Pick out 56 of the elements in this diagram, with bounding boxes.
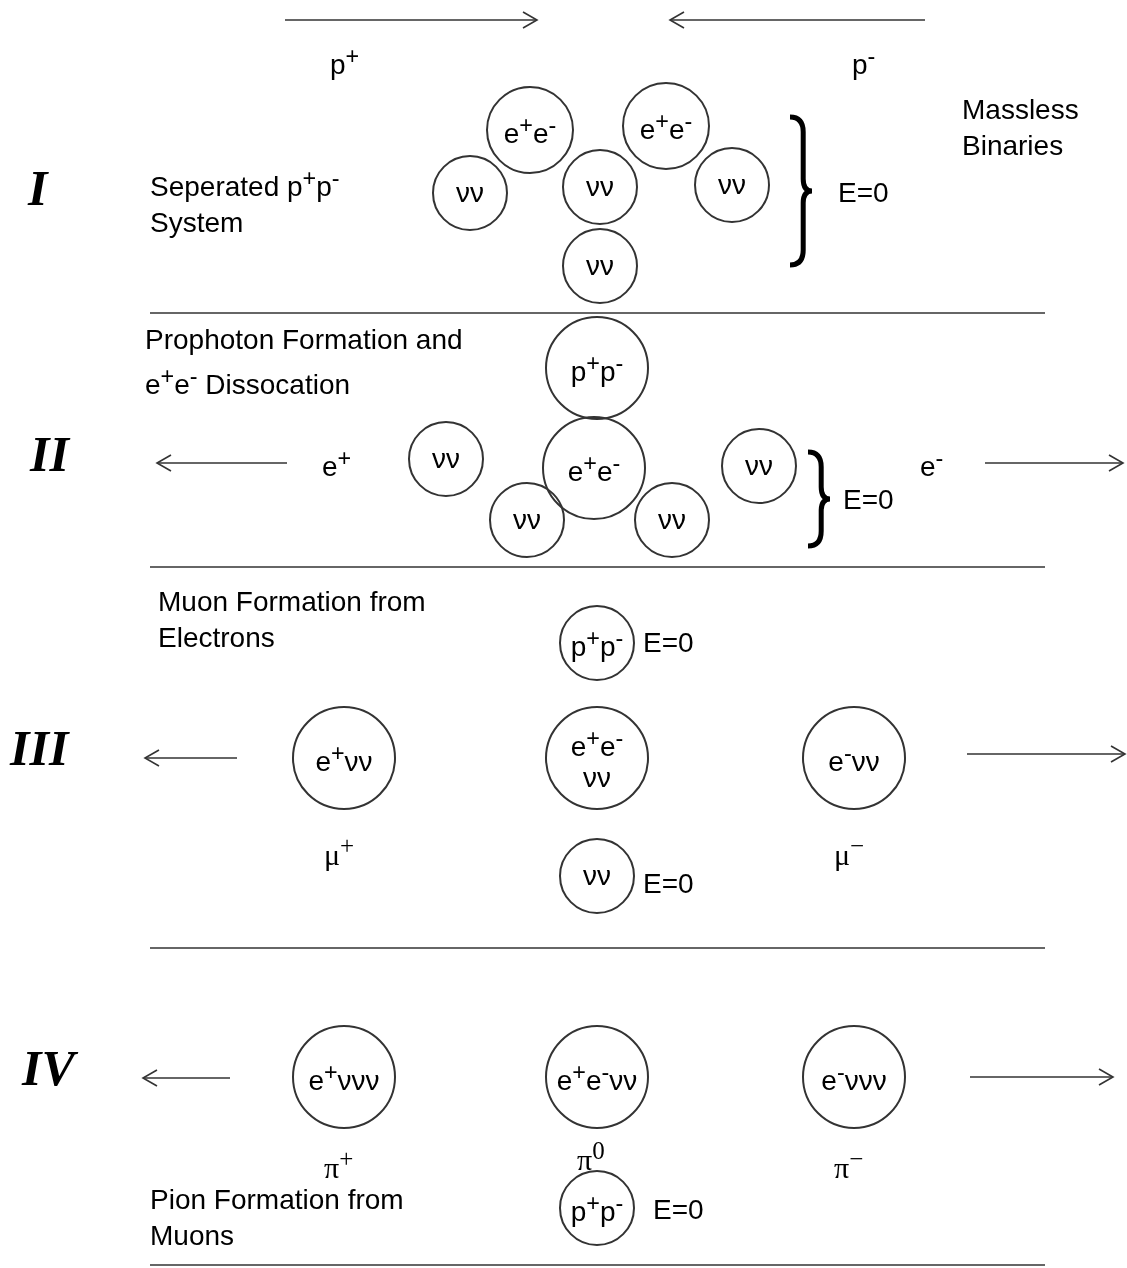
particle-circle — [622, 82, 710, 170]
particle-formula: e$^{+}$ννν — [308, 1058, 380, 1097]
particle-symbol: π$^{0}$ — [577, 1136, 605, 1178]
particle-symbol: e$^{-}$ — [920, 444, 944, 485]
particle-circle — [562, 228, 638, 304]
particle-formula: νν — [718, 170, 746, 200]
particle-formula: νν — [456, 178, 484, 208]
stage-description: Seperated p$^{+}$p$^{-}$ System — [150, 164, 341, 241]
particle-circle — [694, 147, 770, 223]
particle-formula: νν — [583, 861, 611, 891]
particle-formula: p$^{+}$p$^{-}$ — [570, 1189, 624, 1228]
particle-formula: e$^{-}$νν — [828, 739, 880, 778]
particle-formula: νν — [745, 451, 773, 481]
particle-formula: p$^{+}$p$^{-}$ — [570, 349, 624, 388]
particle-formula: e$^{-}$ννν — [821, 1058, 887, 1097]
caption-text: Massless Binaries — [962, 93, 1080, 163]
particle-circle — [408, 421, 484, 497]
particle-formula: νν — [658, 505, 686, 535]
particle-formula: e$^{+}$e$^{-}$νν — [556, 1058, 638, 1097]
stage-description: Muon Formation from Electrons — [158, 585, 427, 655]
energy-label: E=0 — [653, 1193, 704, 1227]
particle-formula: e$^{+}$e$^{-}$ — [503, 111, 557, 150]
particle-formula: e$^{+}$e$^{-}$ νν — [569, 724, 625, 793]
particle-circle — [562, 149, 638, 225]
particle-circle — [634, 482, 710, 558]
particle-circle — [542, 416, 646, 520]
particle-symbol: π$^{−}$ — [834, 1144, 864, 1186]
particle-circle — [486, 86, 574, 174]
particle-circle — [545, 316, 649, 420]
particle-formula: νν — [586, 172, 614, 202]
particle-formula: νν — [513, 505, 541, 535]
particle-circle — [545, 706, 649, 810]
energy-label: E=0 — [838, 176, 889, 210]
energy-label: E=0 — [843, 483, 894, 517]
particle-symbol: μ$^{−}$ — [834, 831, 865, 873]
particle-symbol: π$^{+}$ — [324, 1144, 354, 1186]
section-numeral: I — [28, 170, 48, 206]
stage-description: Pion Formation from Muons — [150, 1183, 405, 1253]
section-numeral: III — [10, 730, 69, 766]
particle-circle — [721, 428, 797, 504]
particle-symbol: μ$^{+}$ — [324, 831, 355, 873]
energy-label: E=0 — [643, 867, 694, 901]
section-numeral: II — [30, 436, 69, 472]
energy-label: E=0 — [643, 626, 694, 660]
particle-symbol: e$^{+}$ — [322, 444, 352, 485]
particle-circle — [432, 155, 508, 231]
particle-formula: νν — [586, 251, 614, 281]
stage-description: Prophoton Formation and e$^{+}$e$^{-}$ Dissocation — [145, 323, 464, 403]
particle-formula: νν — [432, 444, 460, 474]
particle-formula: e$^{+}$e$^{-}$ — [567, 449, 621, 488]
particle-formula: p$^{+}$p$^{-}$ — [570, 624, 624, 663]
particle-symbol: p$^{-}$ — [852, 42, 876, 83]
particle-formula: e$^{+}$νν — [315, 739, 373, 778]
particle-symbol: p$^{+}$ — [330, 42, 360, 83]
particle-circle — [489, 482, 565, 558]
particle-formula: e$^{+}$e$^{-}$ — [639, 107, 693, 146]
